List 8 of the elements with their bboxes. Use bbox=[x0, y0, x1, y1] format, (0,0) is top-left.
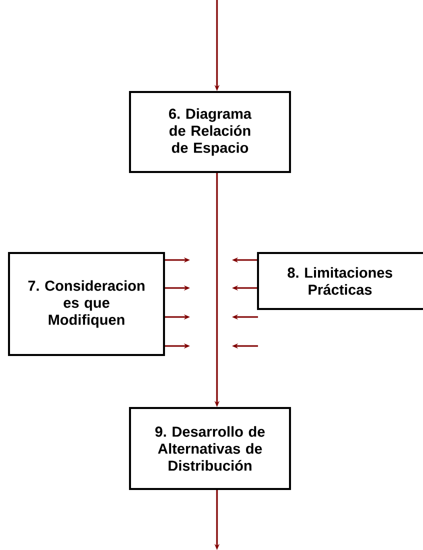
process-box bbox=[257, 252, 423, 310]
node-label: 9. Desarrollo de Alternativas de Distribución bbox=[155, 426, 265, 471]
node-label: 7. Consideracion es que Modifiquen bbox=[28, 280, 144, 328]
process-box bbox=[8, 252, 165, 356]
process-box bbox=[129, 407, 291, 490]
node-label: 6. Diagrama de Relación de Espacio bbox=[169, 108, 252, 156]
process-box bbox=[129, 91, 291, 173]
node-label: 8. Limitaciones Prácticas bbox=[288, 267, 392, 295]
